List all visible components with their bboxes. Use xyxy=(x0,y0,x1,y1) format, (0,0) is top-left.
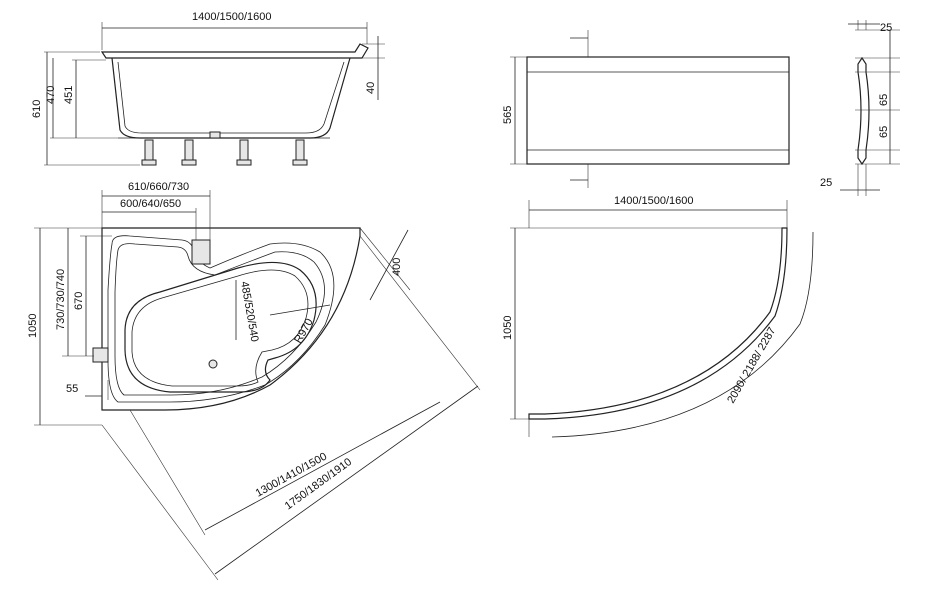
dim-profile-25-bottom: 25 xyxy=(820,177,832,189)
dim-top-600: 600/640/650 xyxy=(120,198,181,210)
dim-top-730: 730/730/740 xyxy=(55,269,67,330)
dim-profile-25-top: 25 xyxy=(880,22,892,34)
dim-side-40: 40 xyxy=(365,82,377,94)
dim-top-610: 610/660/730 xyxy=(128,181,189,193)
dim-top-670: 670 xyxy=(73,292,85,310)
panel-profile: 25 65 65 25 xyxy=(820,20,900,196)
top-view: 610/660/730 600/640/650 1050 730/730/740… xyxy=(27,181,481,581)
dim-top-485: 485/520/540 xyxy=(238,280,260,342)
dim-top-1050: 1050 xyxy=(27,314,39,338)
dim-side-610: 610 xyxy=(31,100,43,118)
dim-top-400: 400 xyxy=(391,258,403,276)
front-panel: 565 xyxy=(502,30,790,188)
dim-curved-arc: 2090/ 2188/ 2287 xyxy=(725,325,778,405)
dim-top-r970: R970 xyxy=(292,317,316,346)
dim-curved-length: 1400/1500/1600 xyxy=(614,195,694,207)
dim-top-1300: 1300/1410/1500 xyxy=(254,451,329,500)
dim-side-451: 451 xyxy=(63,86,75,104)
dim-side-length: 1400/1500/1600 xyxy=(192,11,272,23)
dim-panel-565: 565 xyxy=(502,106,514,124)
side-view: 1400/1500/1600 610 470 451 40 xyxy=(31,11,385,166)
dim-curved-1050: 1050 xyxy=(502,316,514,340)
dim-side-470: 470 xyxy=(45,86,57,104)
dim-profile-65-a: 65 xyxy=(878,94,890,106)
tub-legs xyxy=(141,131,308,166)
dim-top-55: 55 xyxy=(66,383,78,395)
curved-panel: 1400/1500/1600 1050 2090/ 2188/ 2287 xyxy=(502,195,814,438)
dim-profile-65-b: 65 xyxy=(878,126,890,138)
